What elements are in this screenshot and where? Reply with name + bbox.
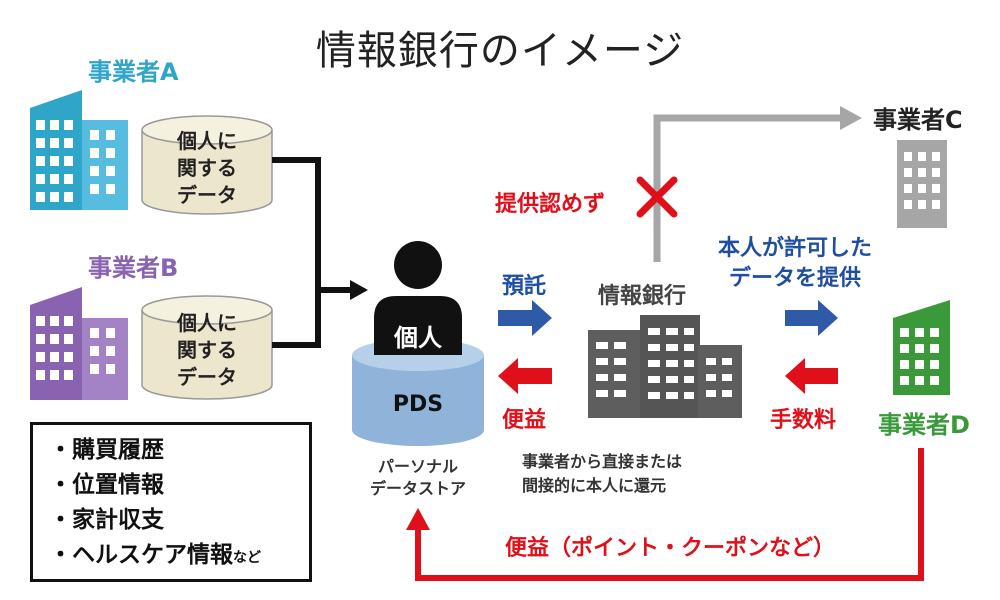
data-list-item: ・家計収支	[49, 507, 164, 533]
business-c-label: 事業者C	[873, 106, 963, 134]
info-bank-building-icon	[588, 315, 742, 418]
info-bank-return-note: 事業者から直接または 間接的に本人に還元	[522, 452, 683, 495]
business-a-building-icon	[30, 90, 128, 210]
business-d-label: 事業者D	[878, 411, 970, 439]
personal-data-label-a: 個人に 関する データ	[177, 129, 237, 207]
data-cylinder-a-icon	[141, 115, 273, 215]
benefit-arrow-left-icon	[498, 358, 552, 394]
data-list-item-last: ・ヘルスケア情報など	[33, 538, 309, 573]
fee-arrow-left-icon	[785, 358, 838, 394]
data-list-box: ・購買履歴 ・位置情報 ・家計収支 ・ヘルスケア情報など	[30, 422, 312, 582]
personal-data-label-b: 個人に 関する データ	[177, 311, 237, 389]
page-title: 情報銀行のイメージ	[315, 28, 685, 74]
person-icon	[374, 241, 462, 355]
benefit-return-arrowhead-icon	[406, 508, 430, 530]
entrust-label: 預託	[502, 274, 547, 299]
business-d-building-icon	[893, 300, 950, 395]
person-label: 個人	[394, 324, 442, 352]
data-list-item: ・購買履歴	[49, 437, 164, 463]
info-bank-label: 情報銀行	[598, 284, 687, 309]
business-a-label: 事業者A	[88, 58, 179, 86]
data-cylinder-b-icon	[141, 295, 273, 400]
provide-label: 本人が許可した データを提供	[718, 236, 873, 291]
refuse-cross-icon	[636, 176, 678, 218]
fee-label: 手数料	[770, 408, 837, 433]
refused-arrowhead-icon	[840, 106, 862, 130]
benefit-return-connector	[415, 448, 924, 581]
pds-caption: パーソナル データストア	[369, 457, 466, 498]
entrust-arrow-icon	[498, 300, 552, 336]
benefit-bottom-label: 便益（ポイント・クーポンなど）	[505, 536, 836, 561]
pds-label: PDS	[392, 392, 444, 417]
data-list-suffix: など	[233, 550, 261, 566]
provide-arrow-icon	[785, 300, 838, 336]
refused-path-connector	[653, 114, 842, 262]
data-list-item: ・ヘルスケア情報	[49, 542, 233, 568]
benefit-left-label: 便益	[502, 408, 547, 433]
merge-arrowhead-icon	[350, 280, 368, 300]
business-b-label: 事業者B	[88, 254, 179, 282]
business-b-building-icon	[30, 287, 128, 400]
data-merge-connector	[272, 157, 352, 348]
data-list-item: ・位置情報	[49, 472, 164, 498]
business-c-building-icon	[897, 140, 947, 228]
refuse-label: 提供認めず	[495, 192, 606, 217]
